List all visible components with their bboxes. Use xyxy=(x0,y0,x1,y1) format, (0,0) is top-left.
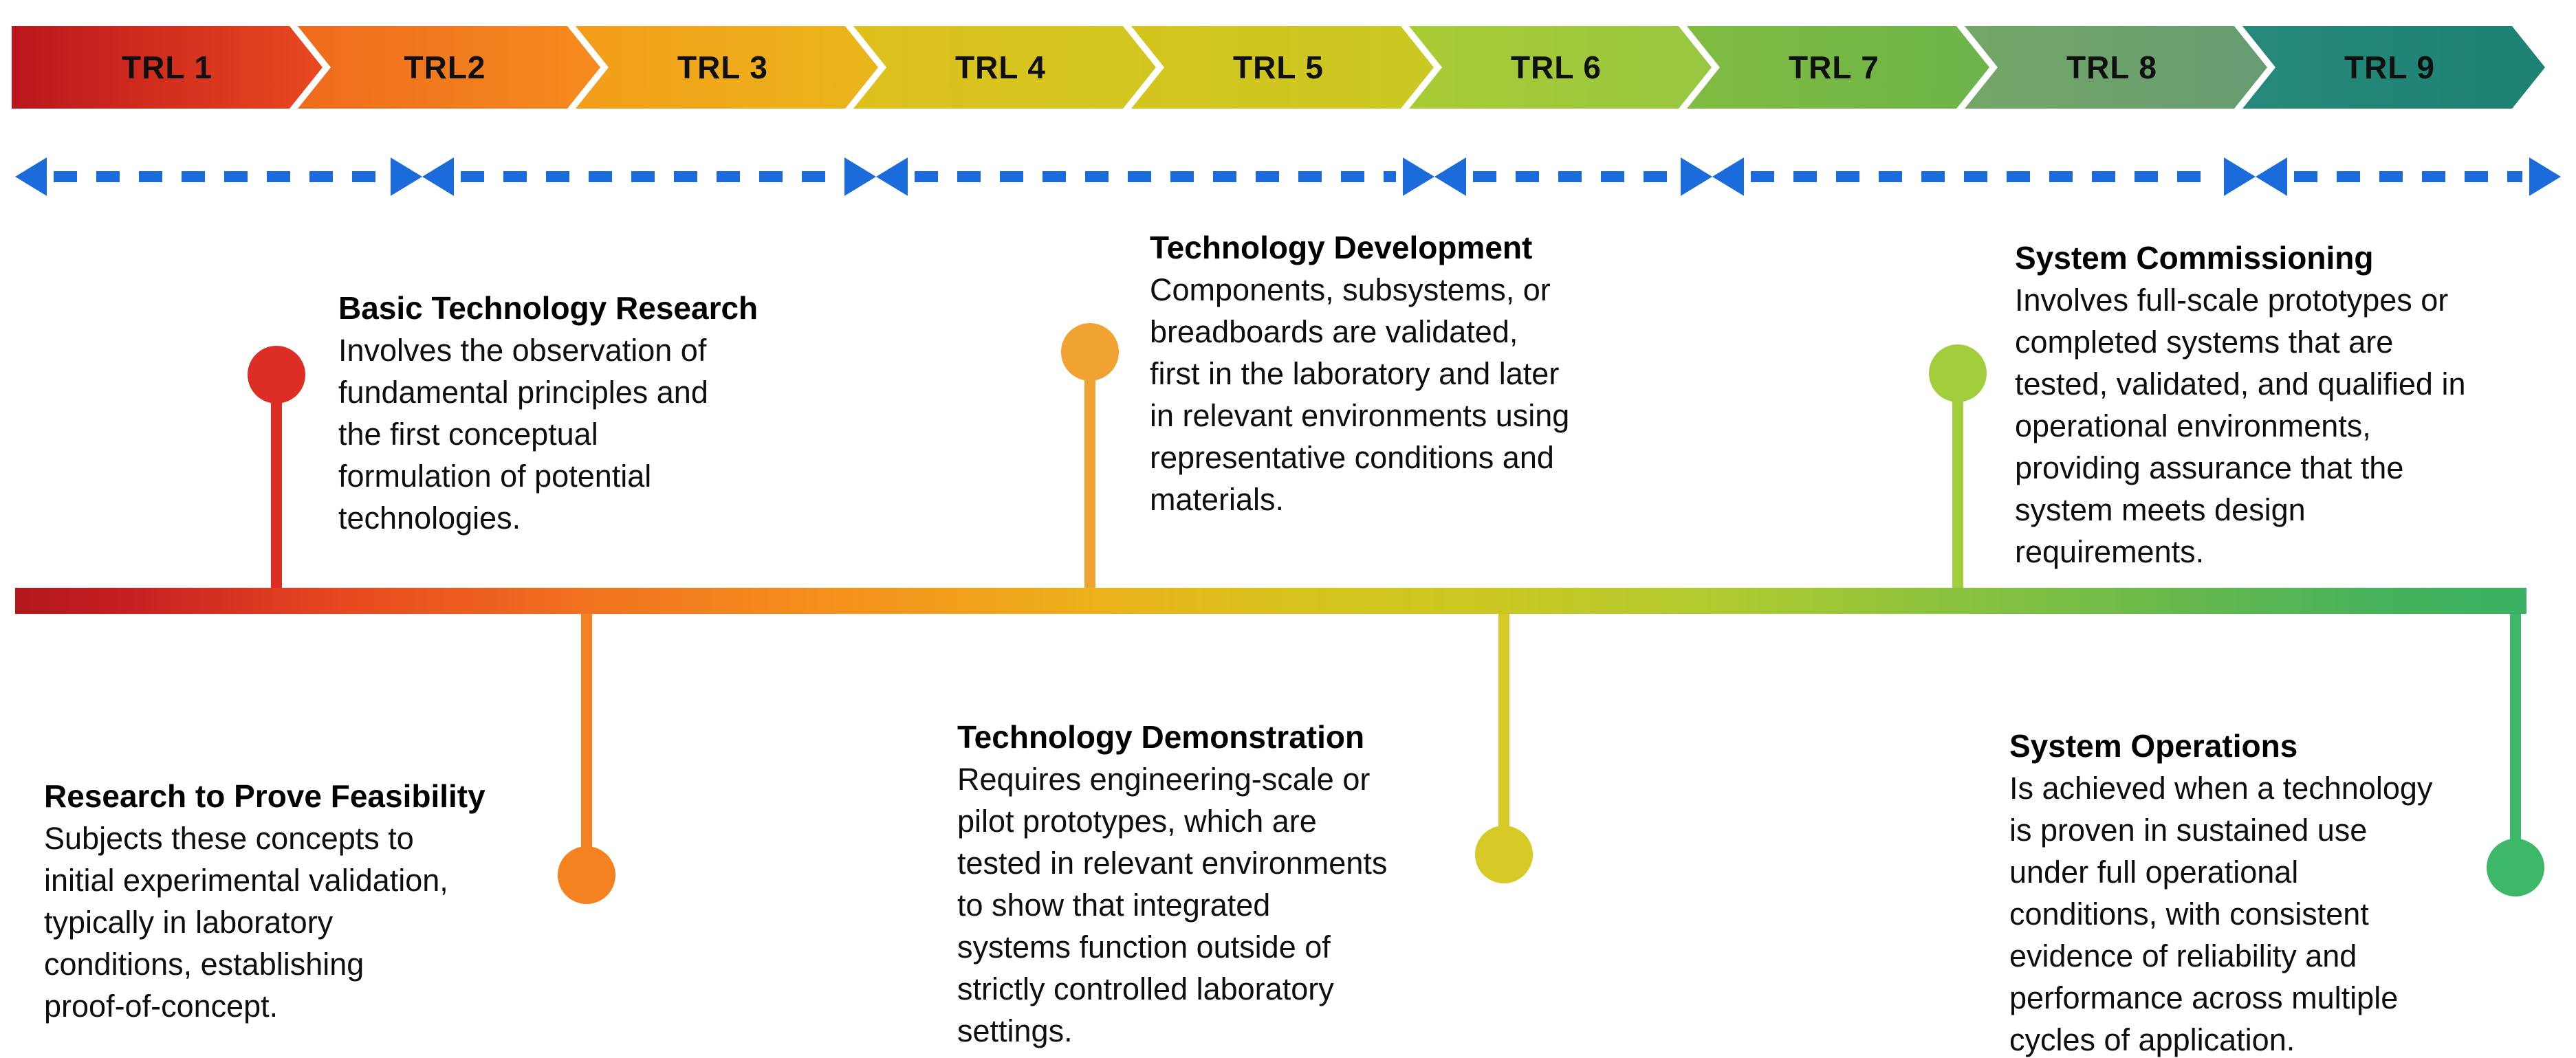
chevron-trl-9: TRL 9 xyxy=(2242,26,2545,109)
milestone-stem-system-operations xyxy=(2510,614,2521,868)
callout-body: Subjects these concepts to initial exper… xyxy=(44,821,448,1024)
chevron-trl-3-label: TRL 3 xyxy=(677,49,768,85)
arrowhead-right-icon xyxy=(1681,157,1712,196)
chevron-trl-1: TRL 1 xyxy=(12,26,323,109)
arrowhead-left-icon xyxy=(422,157,454,196)
arrowhead-right-icon xyxy=(1403,157,1434,196)
chevron-trl-1-label: TRL 1 xyxy=(122,49,212,85)
chevron-trl-8: TRL 8 xyxy=(1965,26,2267,109)
milestone-dot-technology-demonstration xyxy=(1475,826,1533,883)
chevron-trl-2: TRL2 xyxy=(298,26,600,109)
chevron-trl-4: TRL 4 xyxy=(853,26,1156,109)
chevron-trl-7: TRL 7 xyxy=(1687,26,1989,109)
callout-system-commissioning: System Commissioning Involves full-scale… xyxy=(2015,237,2565,573)
phase-span-arrow-4 xyxy=(1434,157,1712,196)
chevron-trl-6-label: TRL 6 xyxy=(1511,49,1602,85)
callout-title: System Commissioning xyxy=(2015,240,2374,276)
phase-span-arrow-3 xyxy=(876,157,1434,196)
arrowhead-left-icon xyxy=(1712,157,1744,196)
callout-basic-technology-research: Basic Technology Research Involves the o… xyxy=(338,287,847,539)
milestone-stem-basic-technology-research xyxy=(271,375,282,588)
dashed-line xyxy=(461,171,838,182)
chevron-trl-4-label: TRL 4 xyxy=(955,49,1046,85)
callout-title: Research to Prove Feasibility xyxy=(44,778,485,814)
milestone-stem-research-to-prove-feasibility xyxy=(581,614,592,875)
milestone-dot-system-commissioning xyxy=(1929,344,1987,402)
milestone-dot-system-operations xyxy=(2487,839,2544,896)
dashed-line xyxy=(54,171,384,182)
callout-title: System Operations xyxy=(2009,728,2298,764)
timeline-bar xyxy=(15,588,2526,614)
chevron-trl-6: TRL 6 xyxy=(1409,26,1712,109)
arrowhead-left-icon xyxy=(876,157,908,196)
phase-span-arrow-6 xyxy=(2256,157,2561,196)
chevron-trl-5: TRL 5 xyxy=(1131,26,1434,109)
callout-research-to-prove-feasibility: Research to Prove Feasibility Subjects t… xyxy=(44,775,567,1027)
dashed-line xyxy=(1751,171,2217,182)
arrowhead-left-icon xyxy=(15,157,47,196)
callout-body: Components, subsystems, or breadboards a… xyxy=(1150,272,1570,517)
callout-body: Is achieved when a technology is proven … xyxy=(2009,771,2433,1057)
phase-span-arrow-2 xyxy=(422,157,876,196)
callout-title: Technology Demonstration xyxy=(957,719,1365,755)
milestone-stem-technology-demonstration xyxy=(1498,614,1509,855)
dashed-line xyxy=(1473,171,1674,182)
callout-body: Involves the observation of fundamental … xyxy=(338,333,708,536)
chevron-trl-2-label: TRL2 xyxy=(404,49,486,85)
chevron-trl-7-label: TRL 7 xyxy=(1789,49,1879,85)
dashed-line xyxy=(2294,171,2522,182)
arrowhead-left-icon xyxy=(1434,157,1466,196)
milestone-dot-technology-development xyxy=(1061,323,1119,381)
arrowhead-right-icon xyxy=(844,157,876,196)
milestone-stem-technology-development xyxy=(1084,352,1095,588)
callout-technology-demonstration: Technology Demonstration Requires engine… xyxy=(957,716,1549,1052)
callout-title: Basic Technology Research xyxy=(338,290,758,326)
chevron-trl-8-label: TRL 8 xyxy=(2066,49,2157,85)
callout-body: Involves full-scale prototypes or comple… xyxy=(2015,283,2466,569)
arrowhead-right-icon xyxy=(2224,157,2256,196)
milestone-stem-system-commissioning xyxy=(1952,373,1963,588)
callout-technology-development: Technology Development Components, subsy… xyxy=(1150,227,1686,520)
callout-system-operations: System Operations Is achieved when a tec… xyxy=(2009,725,2573,1058)
chevron-trl-5-label: TRL 5 xyxy=(1233,49,1324,85)
arrowhead-left-icon xyxy=(2256,157,2287,196)
phase-span-arrow-5 xyxy=(1712,157,2256,196)
milestone-dot-research-to-prove-feasibility xyxy=(558,846,615,904)
milestone-dot-basic-technology-research xyxy=(248,346,305,404)
callout-body: Requires engineering-scale or pilot prot… xyxy=(957,762,1388,1048)
phase-span-arrow-1 xyxy=(15,157,422,196)
arrowhead-right-icon xyxy=(391,157,422,196)
chevron-trl-3: TRL 3 xyxy=(576,26,878,109)
dashed-line xyxy=(915,171,1396,182)
callout-title: Technology Development xyxy=(1150,230,1533,265)
chevron-trl-9-label: TRL 9 xyxy=(2344,49,2435,85)
arrowhead-right-icon xyxy=(2529,157,2561,196)
